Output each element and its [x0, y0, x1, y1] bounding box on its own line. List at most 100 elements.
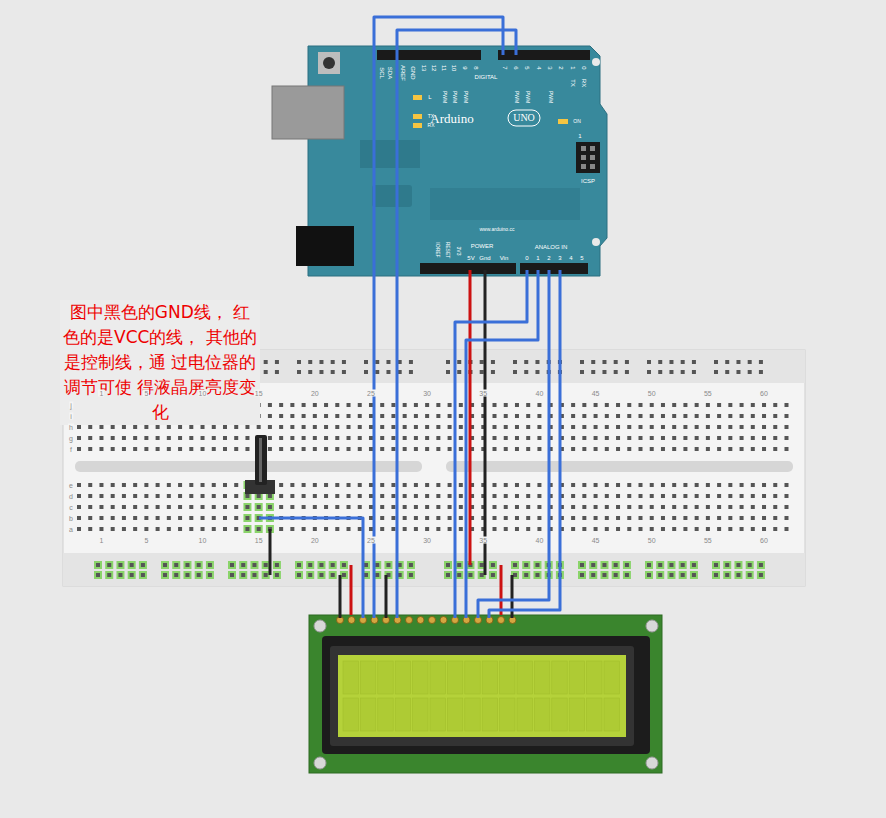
connected-hole: [243, 514, 251, 522]
rail-hole: [386, 370, 390, 374]
hole: [672, 483, 676, 487]
rail-hole: [275, 573, 279, 577]
connected-hole: [105, 561, 113, 569]
rail-hole: [375, 573, 379, 577]
rail-hole: [681, 370, 685, 374]
connected-hole: [206, 571, 214, 579]
pin-label: 13: [421, 65, 427, 72]
hole: [695, 483, 699, 487]
hole: [683, 494, 687, 498]
hole: [650, 527, 654, 531]
connected-hole: [94, 561, 102, 569]
connected-hole: [589, 561, 597, 569]
hole: [425, 516, 429, 520]
hole: [740, 516, 744, 520]
hole: [380, 527, 384, 531]
connected-hole: [183, 561, 191, 569]
rail-hole: [602, 563, 606, 567]
breadboard-index: 20: [310, 390, 320, 397]
hole: [605, 414, 609, 418]
hole: [504, 483, 508, 487]
hole: [459, 527, 463, 531]
hole: [414, 516, 418, 520]
hole: [122, 425, 126, 429]
hole: [571, 516, 575, 520]
vcc-wire: [500, 565, 503, 615]
rail-hole: [197, 563, 201, 567]
hole: [571, 436, 575, 440]
hole: [369, 447, 373, 451]
rail-hole: [524, 573, 528, 577]
rail-hole: [736, 360, 740, 364]
char-cell: [534, 661, 549, 694]
rail-hole: [647, 573, 651, 577]
hole: [515, 436, 519, 440]
hole: [380, 483, 384, 487]
hole: [627, 483, 631, 487]
hole: [784, 403, 788, 407]
pin-label: TX: [428, 114, 434, 119]
gnd-wire: [339, 575, 342, 618]
hole: [122, 483, 126, 487]
hole: [672, 403, 676, 407]
hole: [784, 494, 788, 498]
rail-hole: [759, 370, 763, 374]
hole: [335, 494, 339, 498]
hole: [88, 527, 92, 531]
hole: [740, 403, 744, 407]
breadboard-index: 30: [422, 390, 432, 397]
connected-hole: [489, 561, 497, 569]
connected-hole: [600, 571, 608, 579]
hole: [223, 436, 227, 440]
hole: [201, 505, 205, 509]
hole: [728, 483, 732, 487]
hole: [672, 516, 676, 520]
rail-hole: [736, 573, 740, 577]
rail-hole: [535, 563, 539, 567]
char-cell: [465, 698, 480, 731]
rail-hole: [669, 563, 673, 567]
hole: [358, 527, 362, 531]
hole: [144, 447, 148, 451]
pin-label: 3V3: [456, 247, 461, 256]
hole: [245, 527, 249, 531]
rail-hole: [319, 370, 323, 374]
control-wire: [478, 270, 549, 618]
hole: [639, 425, 643, 429]
hole: [167, 425, 171, 429]
char-cell: [534, 698, 549, 731]
mounting-hole: [592, 238, 600, 246]
breadboard-index: 60: [759, 390, 769, 397]
pin: [581, 146, 586, 151]
hole: [717, 516, 721, 520]
hole: [661, 447, 665, 451]
rail-hole: [614, 573, 618, 577]
hole: [111, 505, 115, 509]
hole: [605, 436, 609, 440]
hole: [728, 447, 732, 451]
hole: [234, 516, 238, 520]
hole: [571, 414, 575, 418]
hole: [88, 516, 92, 520]
hole: [616, 425, 620, 429]
hole: [582, 447, 586, 451]
rail-hole: [535, 360, 539, 364]
hole: [245, 436, 249, 440]
pin-label: RESET: [445, 242, 450, 259]
char-cell: [587, 698, 602, 731]
hole: [683, 516, 687, 520]
hole: [784, 447, 788, 451]
hole: [627, 403, 631, 407]
hole: [212, 447, 216, 451]
wires: [259, 17, 560, 618]
rail-hole: [614, 563, 618, 567]
hole: [302, 527, 306, 531]
hole: [380, 494, 384, 498]
rail-hole: [342, 563, 346, 567]
rail-hole: [480, 573, 484, 577]
rail-hole: [252, 573, 256, 577]
hole: [639, 414, 643, 418]
pin-label: TX: [570, 79, 576, 87]
rail-hole: [319, 563, 323, 567]
hole: [234, 436, 238, 440]
